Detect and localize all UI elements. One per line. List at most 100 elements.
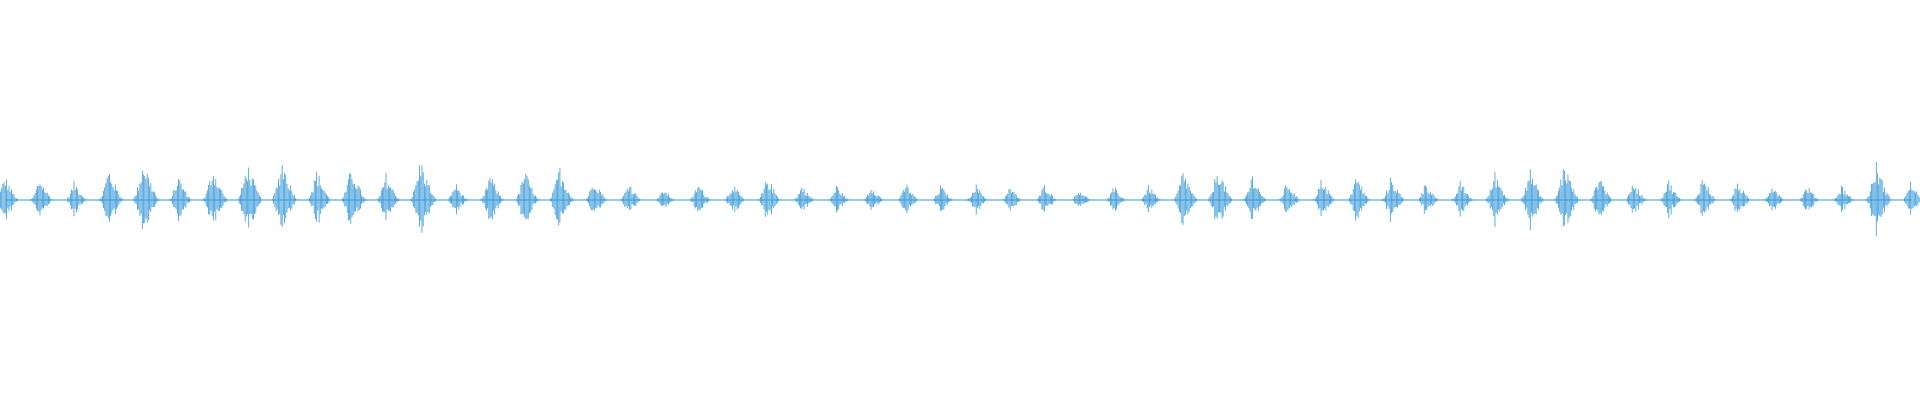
waveform-burst-path (1451, 181, 1474, 217)
waveform-burst-path (1693, 180, 1718, 216)
waveform-burst (1624, 185, 1648, 213)
waveform-burst-path (1865, 161, 1893, 237)
waveform-burst-path (340, 173, 367, 224)
waveform-burst (1139, 184, 1162, 213)
waveform-burst-path (306, 171, 332, 223)
waveform-burst-path (132, 170, 160, 230)
waveform-burst-path (966, 184, 989, 215)
waveform-burst-path (931, 185, 954, 211)
waveform-burst-path (1105, 188, 1127, 211)
waveform-burst (1416, 185, 1440, 214)
waveform-burst (1105, 188, 1127, 211)
waveform-burst-path (1207, 176, 1234, 220)
waveform-burst (168, 179, 193, 221)
waveform-burst-path (409, 165, 437, 233)
waveform-burst-path (793, 187, 816, 210)
waveform-burst (376, 172, 401, 221)
waveform-burst-path (1832, 185, 1855, 212)
waveform-burst (654, 192, 677, 207)
waveform-burst (1798, 187, 1821, 210)
waveform-burst (1832, 185, 1855, 212)
waveform-burst (1001, 189, 1023, 211)
waveform-burst-path (1070, 192, 1092, 206)
waveform-burst-path (1798, 187, 1821, 210)
waveform-burst (1346, 179, 1371, 221)
waveform-burst (1381, 177, 1406, 223)
waveform-burst (827, 186, 850, 213)
waveform-burst (1242, 176, 1267, 220)
waveform-burst (29, 184, 54, 216)
waveform-burst-path (1589, 181, 1614, 216)
waveform-burst (409, 165, 437, 233)
waveform-burst-path (446, 184, 469, 215)
waveform-burst (1070, 192, 1092, 206)
waveform-burst-path (1484, 171, 1510, 227)
waveform-burst-path (1658, 180, 1683, 219)
waveform-burst-path (1624, 185, 1648, 213)
waveform-burst-path (1728, 183, 1752, 212)
waveform-burst (793, 187, 816, 210)
waveform-burst (1207, 176, 1234, 220)
waveform-burst (757, 182, 782, 217)
waveform-burst-path (376, 172, 401, 221)
waveform-burst (65, 180, 88, 217)
waveform-burst-path (1553, 169, 1581, 227)
waveform-burst-path (1139, 184, 1162, 213)
waveform-burst-path (723, 186, 747, 212)
waveform-burst-path (1277, 185, 1301, 212)
waveform-burst-path (584, 187, 609, 211)
waveform-burst-path (236, 167, 264, 228)
waveform-burst (514, 173, 540, 220)
waveform-burst (236, 167, 264, 228)
waveform-burst (1277, 185, 1301, 212)
waveform-burst (1484, 171, 1510, 227)
waveform-burst-path (654, 192, 677, 207)
waveform-burst (1312, 180, 1336, 217)
waveform-burst-path (1172, 173, 1199, 225)
waveform-burst-path (757, 182, 782, 217)
waveform-burst-group (0, 161, 1920, 237)
waveform-burst (862, 189, 885, 210)
waveform-burst-path (1346, 179, 1371, 221)
waveform-burst-path (480, 177, 505, 220)
waveform-burst (340, 173, 367, 224)
waveform-burst (966, 184, 989, 215)
waveform-burst-path (270, 165, 299, 228)
waveform-burst (1763, 188, 1786, 211)
waveform-burst (1519, 169, 1545, 231)
waveform-burst (584, 187, 609, 211)
waveform-burst (446, 184, 469, 215)
waveform-burst (306, 171, 332, 223)
waveform-burst (723, 186, 747, 212)
waveform-burst-path (1416, 185, 1440, 214)
waveform-burst (1728, 183, 1752, 212)
waveform-burst-path (29, 184, 54, 216)
waveform-burst (931, 185, 954, 211)
waveform-burst-path (202, 175, 229, 221)
waveform-burst-path (1242, 176, 1267, 220)
waveform-burst-path (1901, 181, 1920, 215)
waveform-burst-path (548, 168, 575, 226)
waveform-burst (0, 179, 20, 220)
waveform-burst (270, 165, 299, 228)
waveform-burst (480, 177, 505, 220)
waveform-burst-path (0, 179, 20, 220)
waveform-burst (619, 186, 643, 210)
waveform-burst (1589, 181, 1614, 216)
waveform-burst (132, 170, 160, 230)
waveform-burst (1865, 161, 1893, 237)
waveform-burst-path (1381, 177, 1406, 223)
waveform-burst-path (65, 180, 88, 217)
waveform-burst-path (514, 173, 540, 220)
waveform-burst-path (1312, 180, 1336, 217)
waveform-burst (1693, 180, 1718, 216)
waveform-burst (1658, 180, 1683, 219)
waveform-burst (688, 186, 712, 212)
waveform-burst-path (688, 186, 712, 212)
waveform-burst-path (1519, 169, 1545, 231)
waveform-burst (1901, 181, 1920, 215)
waveform-burst (1451, 181, 1474, 217)
waveform-burst-path (896, 184, 920, 213)
